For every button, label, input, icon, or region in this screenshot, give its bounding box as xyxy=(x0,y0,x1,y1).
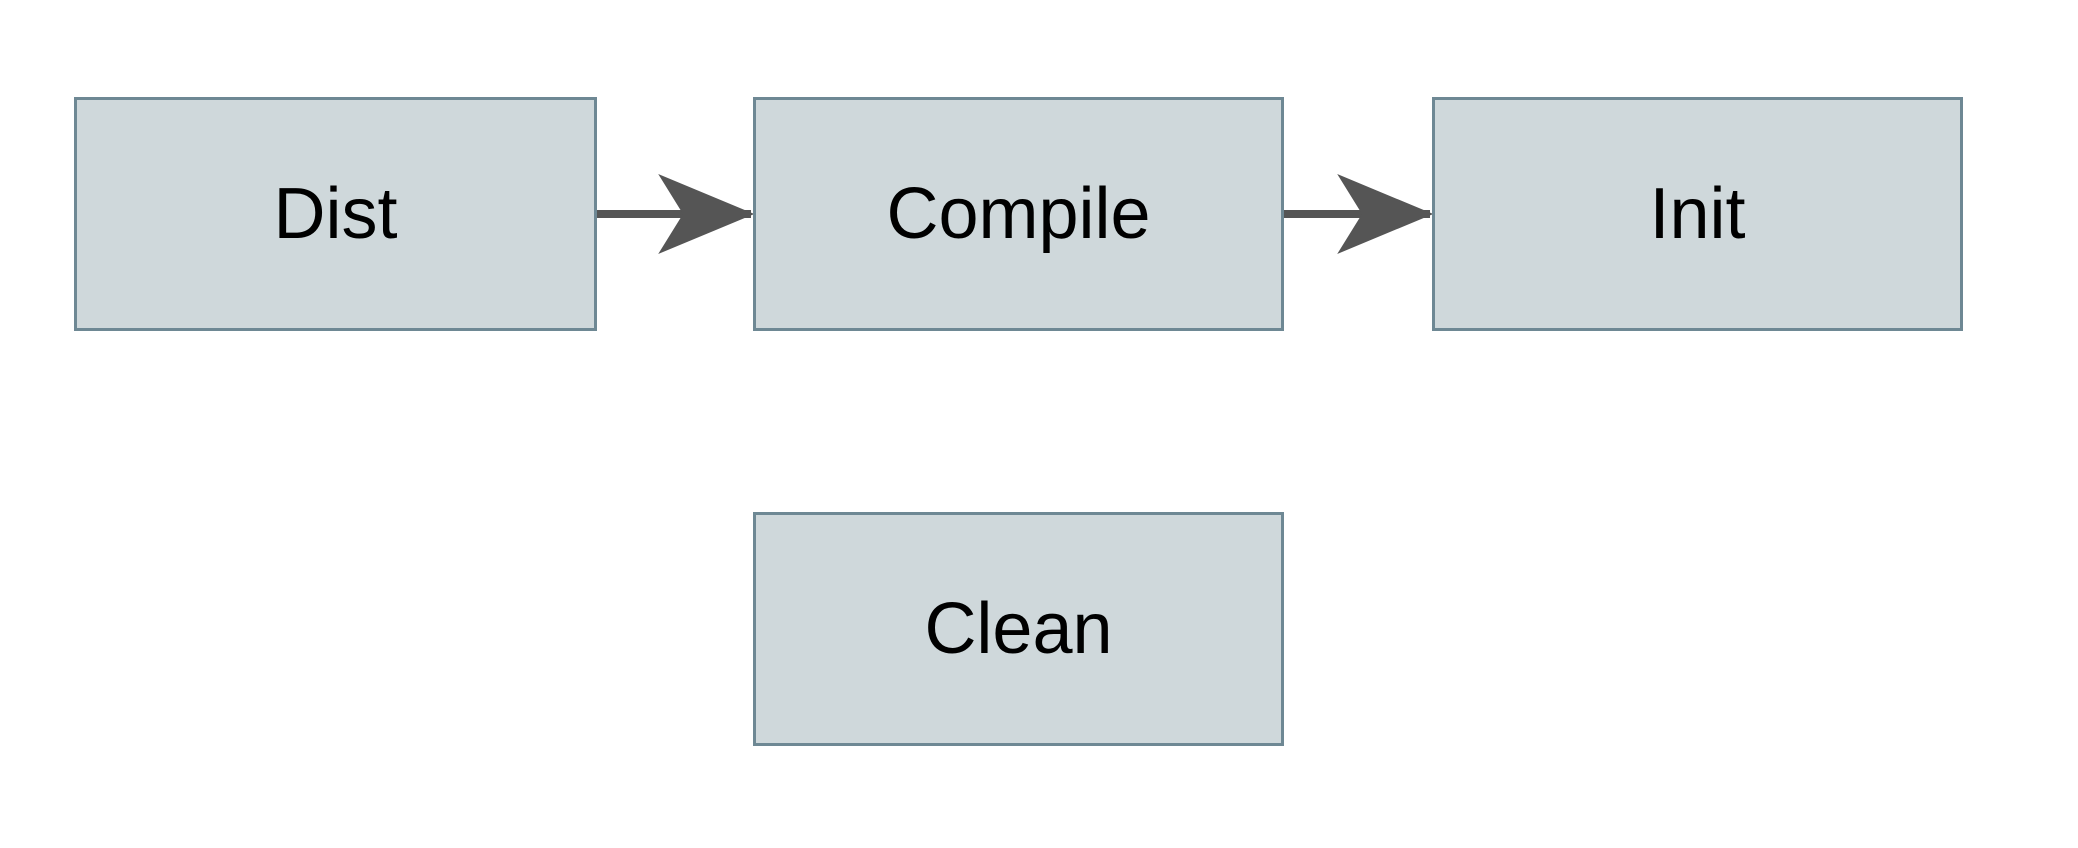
node-compile[interactable]: Compile xyxy=(753,97,1284,331)
node-compile-label: Compile xyxy=(886,174,1151,254)
node-clean-label: Clean xyxy=(924,589,1113,669)
node-init[interactable]: Init xyxy=(1432,97,1963,331)
edge-dist-compile-hitbox[interactable] xyxy=(597,194,753,234)
node-dist-label: Dist xyxy=(273,174,398,254)
node-init-label: Init xyxy=(1649,174,1746,254)
node-dist[interactable]: Dist xyxy=(74,97,597,331)
edge-compile-init-hitbox[interactable] xyxy=(1284,194,1432,234)
node-clean[interactable]: Clean xyxy=(753,512,1284,746)
